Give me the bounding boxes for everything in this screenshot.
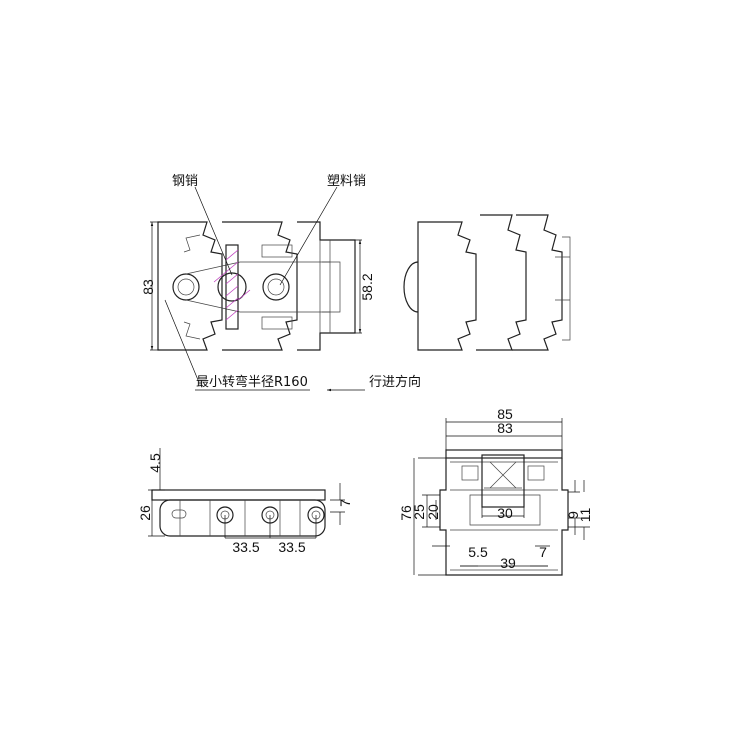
label-steel-pin: 钢销 [172, 174, 198, 189]
link-1 [157, 221, 223, 351]
end-view: 85 83 76 25 20 30 9 11 5.5 7 39 [398, 406, 593, 576]
label-plastic-pin: 塑料销 [327, 174, 366, 189]
steel-pin [225, 244, 239, 330]
dim-5-5: 5.5 [468, 544, 488, 560]
dim-7: 7 [337, 499, 353, 507]
dim-83: 83 [140, 279, 156, 295]
dim-58-2: 58.2 [359, 273, 375, 300]
label-min-turn-radius: 最小转弯半径R160 [196, 374, 308, 390]
dim-83: 83 [497, 420, 513, 436]
dim-39: 39 [500, 555, 516, 571]
dim-7-end: 7 [539, 544, 547, 560]
dim-85: 85 [497, 406, 513, 422]
plan-view-left: 83 58.2 钢销 塑料销 最小转弯半径R160 行进方向 [140, 174, 421, 392]
dim-30: 30 [497, 505, 513, 521]
dim-33-5-a: 33.5 [232, 539, 259, 555]
dim-4-5: 4.5 [147, 453, 163, 473]
plan-view-right [403, 214, 571, 351]
dim-26: 26 [137, 505, 153, 521]
side-view: 4.5 26 7 33.5 33.5 [137, 448, 353, 555]
dim-25: 25 [411, 504, 427, 520]
dim-76: 76 [398, 505, 414, 521]
label-travel-direction: 行进方向 [369, 374, 421, 390]
dim-11: 11 [577, 508, 593, 523]
dim-20: 20 [425, 504, 441, 520]
dim-9: 9 [565, 511, 581, 519]
dim-33-5-b: 33.5 [278, 539, 305, 555]
link-3 [297, 221, 356, 351]
link-2 [222, 221, 298, 351]
